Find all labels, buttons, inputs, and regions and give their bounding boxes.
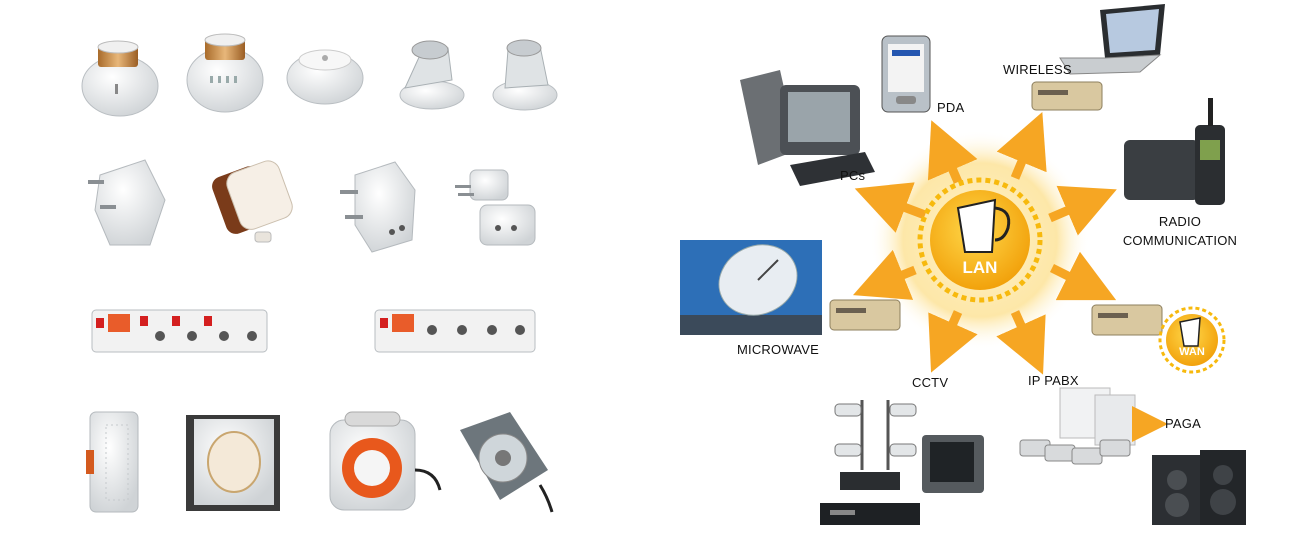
door-bell — [86, 411, 139, 513]
cctv-monitor-icon — [922, 435, 984, 493]
dvr-recorder-icon — [820, 472, 920, 525]
accessories-illustration — [81, 33, 558, 513]
arrow-wan — [1049, 251, 1117, 301]
two-pin-plug — [212, 160, 293, 243]
paga-speakers-icon — [1152, 450, 1246, 525]
cctv-cameras-icon — [834, 400, 917, 470]
wan-modem-icon — [1091, 304, 1163, 336]
pda-label: PDA — [937, 100, 965, 115]
angle-lamp-holder — [399, 40, 465, 110]
cable-reel — [329, 411, 442, 511]
arrow-cctv — [928, 310, 978, 373]
ip-pabx-label: IP PABX — [1028, 373, 1079, 388]
lan-network-diagram: LAN WAN PCs PDA WIRELESS RADIO COMMUNICA… — [640, 0, 1296, 538]
arrow-pda — [927, 120, 978, 184]
microwave-label: MICROWAVE — [737, 342, 819, 357]
arrow-microwave — [852, 249, 917, 300]
radio-icon — [1124, 98, 1225, 205]
cctv-label: CCTV — [912, 375, 949, 390]
ceiling-rose — [286, 49, 364, 105]
lan-hub — [917, 177, 1043, 303]
arrow-wireless — [996, 112, 1047, 180]
ip-pabx-icon — [1019, 387, 1136, 465]
connection-arrows — [852, 112, 1117, 375]
arrow-ippabx — [996, 310, 1046, 375]
two-pin-adapters — [455, 169, 536, 246]
microwave-modem-icon — [829, 299, 901, 331]
arrow-radio — [1048, 185, 1117, 236]
laptop-icon — [1059, 4, 1165, 75]
pcs-label: PCs — [840, 168, 866, 183]
radio-label-line2: COMMUNICATION — [1122, 233, 1238, 248]
angle-lamp-holder — [492, 39, 558, 111]
arrow-pcs — [854, 182, 927, 233]
cable-reel-square — [460, 412, 554, 513]
wireless-label: WIRELESS — [1003, 62, 1072, 77]
three-pin-plug — [88, 159, 166, 246]
paga-label: PAGA — [1165, 416, 1201, 431]
extension-board-four-socket — [91, 309, 268, 353]
lamp-holder-round-vented — [186, 33, 264, 113]
extension-board-four-socket — [374, 309, 536, 353]
multi-plug-adapter — [340, 161, 416, 253]
pda-icon — [881, 35, 931, 113]
radio-label-line1: RADIO — [1158, 214, 1202, 229]
wan-label: WAN — [1179, 346, 1205, 358]
switch-plate — [186, 415, 280, 511]
pcs-icon — [740, 70, 875, 186]
lan-label: LAN — [962, 258, 998, 277]
network-illustration — [680, 4, 1246, 525]
wireless-access-point-icon — [1031, 81, 1103, 111]
electrical-accessories-panel — [0, 0, 600, 538]
microwave-dish-icon — [680, 240, 822, 335]
wan-hub — [1158, 306, 1226, 374]
lamp-holder-round — [81, 40, 159, 117]
